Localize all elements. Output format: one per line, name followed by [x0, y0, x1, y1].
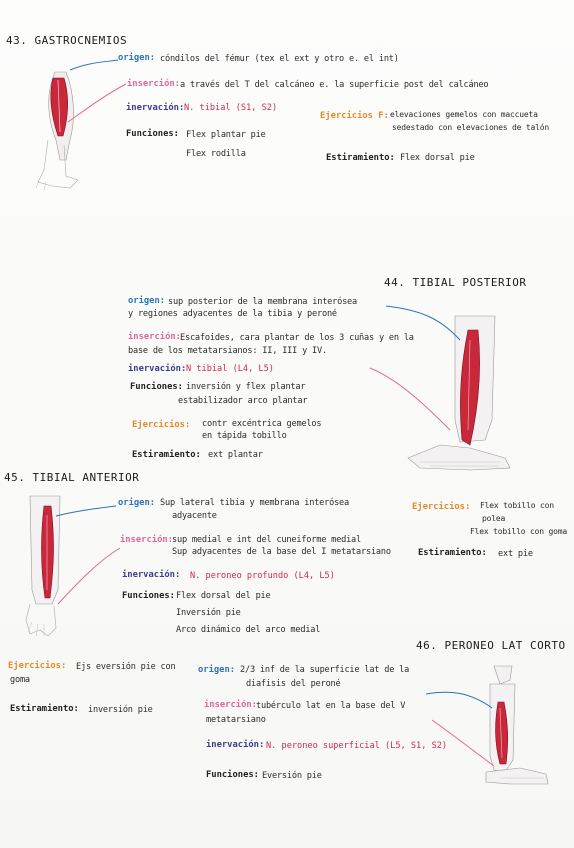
section-title-peroneo: 46. PERONEO LAT CORTO	[416, 639, 566, 652]
peroneo-origen-1: 2/3 inf de la superficie lat de la	[240, 665, 410, 675]
peroneo-estiramiento-label: Estiramiento:	[10, 704, 79, 714]
tibant-insercion-1: sup medial e int del cuneiforme medial	[172, 535, 362, 545]
tibpost-funciones-label: Funciones:	[130, 382, 183, 392]
tibant-inervacion-text: N. peroneo profundo (L4, L5)	[190, 571, 335, 581]
tibant-insercion-2: Sup adyacentes de la base del I metatars…	[172, 547, 391, 557]
tibpost-insercion-1: Escafoides, cara plantar de los 3 cuñas …	[180, 333, 414, 343]
gastro-ejercicio-label: Ejercicios F:	[320, 111, 389, 121]
tibant-ejercicio-1: Flex tobillo con	[480, 501, 554, 510]
tibpost-insercion-2: base de los metatarsianos: II, III y IV.	[128, 346, 327, 356]
peroneo-origen-label: origen:	[198, 665, 236, 675]
section-title-gastrocnemios: 43. GASTROCNEMIOS	[6, 34, 128, 47]
tibpost-ejercicio-1: contr excéntrica gemelos	[202, 419, 322, 429]
tibpost-origen-2: y regiones adyacentes de la tibia y pero…	[128, 309, 337, 319]
gastro-funcion-2: Flex rodilla	[186, 149, 246, 159]
gastro-ejercicio-2: sedestado con elevaciones de talón	[392, 123, 549, 132]
gastro-funcion-1: Flex plantar pie	[186, 130, 266, 140]
gastro-origen-text: cóndilos del fémur (tex el ext y otro e.…	[160, 54, 399, 64]
tibpost-ejercicio-2: en tápida tobillo	[202, 431, 287, 441]
tibant-insercion-label: inserción:	[120, 535, 173, 545]
peroneo-insercion-label: inserción:	[204, 700, 257, 710]
gastro-ejercicio-1: elevaciones gemelos con maccueta	[390, 110, 538, 119]
gastro-inervacion-text: N. tibial (S1, S2)	[184, 103, 278, 113]
section-title-tibial-posterior: 44. TIBIAL POSTERIOR	[384, 276, 527, 289]
tibial-anterior-illustration	[25, 495, 61, 637]
tibpost-inervacion-label: inervación:	[128, 364, 187, 374]
tibpost-origen-label: origen:	[128, 296, 166, 306]
tibant-funcion-1: Flex dorsal del pie	[176, 591, 271, 601]
tibpost-insercion-label: inserción:	[128, 332, 181, 342]
tibant-funcion-2: Inversión pie	[176, 608, 241, 618]
tibpost-inervacion-text: N tibial (L4, L5)	[186, 364, 274, 374]
peroneo-funcion-1: Eversión pie	[262, 771, 322, 781]
peroneo-origen-2: diafisis del peroné	[246, 679, 341, 689]
gastro-insercion-label: inserción:	[127, 79, 180, 89]
peroneo-ejercicio-label: Ejercicios:	[8, 661, 67, 671]
section-title-tibial-anterior: 45. TIBIAL ANTERIOR	[4, 471, 140, 484]
tibant-estiramiento-label: Estiramiento:	[418, 548, 487, 558]
gastro-insercion-text: a través del T del calcáneo e. la superf…	[180, 80, 489, 90]
tibant-estiramiento-text: ext pie	[498, 549, 533, 559]
tibant-ejercicio-label: Ejercicios:	[412, 502, 471, 512]
tibant-ejercicio-2: polea	[482, 514, 506, 523]
tibant-inervacion-label: inervación:	[122, 570, 181, 580]
tibpost-origen-1: sup posterior de la membrana interósea	[168, 297, 358, 307]
tibant-funciones-label: Funciones:	[122, 591, 175, 601]
tibpost-ejercicio-label: Ejercicios:	[132, 420, 191, 430]
peroneo-ejercicio-1: Ejs eversión pie con	[76, 662, 176, 672]
gastro-estiramiento-label: Estiramiento:	[326, 153, 395, 163]
peroneo-inervacion-text: N. peroneo superficial (L5, S1, S2)	[266, 741, 448, 751]
tibant-origen-2: adyacente	[172, 511, 217, 521]
peroneo-funciones-label: Funciones:	[206, 770, 259, 780]
gastro-inervacion-label: inervación:	[126, 103, 185, 113]
tibpost-funcion-2: estabilizador arco plantar	[178, 396, 308, 406]
tibpost-estiramiento-label: Estiramiento:	[132, 450, 201, 460]
tibant-funcion-3: Arco dinámico del arco medial	[176, 625, 321, 635]
tibant-ejercicio-3: Flex tobillo con goma	[470, 527, 567, 536]
peroneo-inervacion-label: inervación:	[206, 740, 265, 750]
peroneo-illustration	[485, 665, 549, 785]
peroneo-insercion-2: metatarsiano	[206, 715, 266, 725]
gastro-origen-label: origen:	[118, 53, 156, 63]
tibant-origen-label: origen:	[118, 498, 156, 508]
gastrocnemius-illustration	[35, 71, 79, 191]
tibial-posterior-illustration	[407, 315, 511, 471]
peroneo-estiramiento-text: inversión pie	[88, 705, 153, 715]
peroneo-ejercicio-2: goma	[10, 675, 30, 685]
peroneo-insercion-1: tubérculo lat en la base del V	[256, 701, 406, 711]
tibpost-funcion-1: inversión y flex plantar	[186, 382, 306, 392]
tibant-origen-1: Sup lateral tibia y membrana interósea	[160, 498, 350, 508]
gastro-funciones-label: Funciones:	[126, 129, 179, 139]
gastro-estiramiento-text: Flex dorsal pie	[400, 153, 475, 163]
tibpost-estiramiento-text: ext plantar	[208, 450, 263, 460]
